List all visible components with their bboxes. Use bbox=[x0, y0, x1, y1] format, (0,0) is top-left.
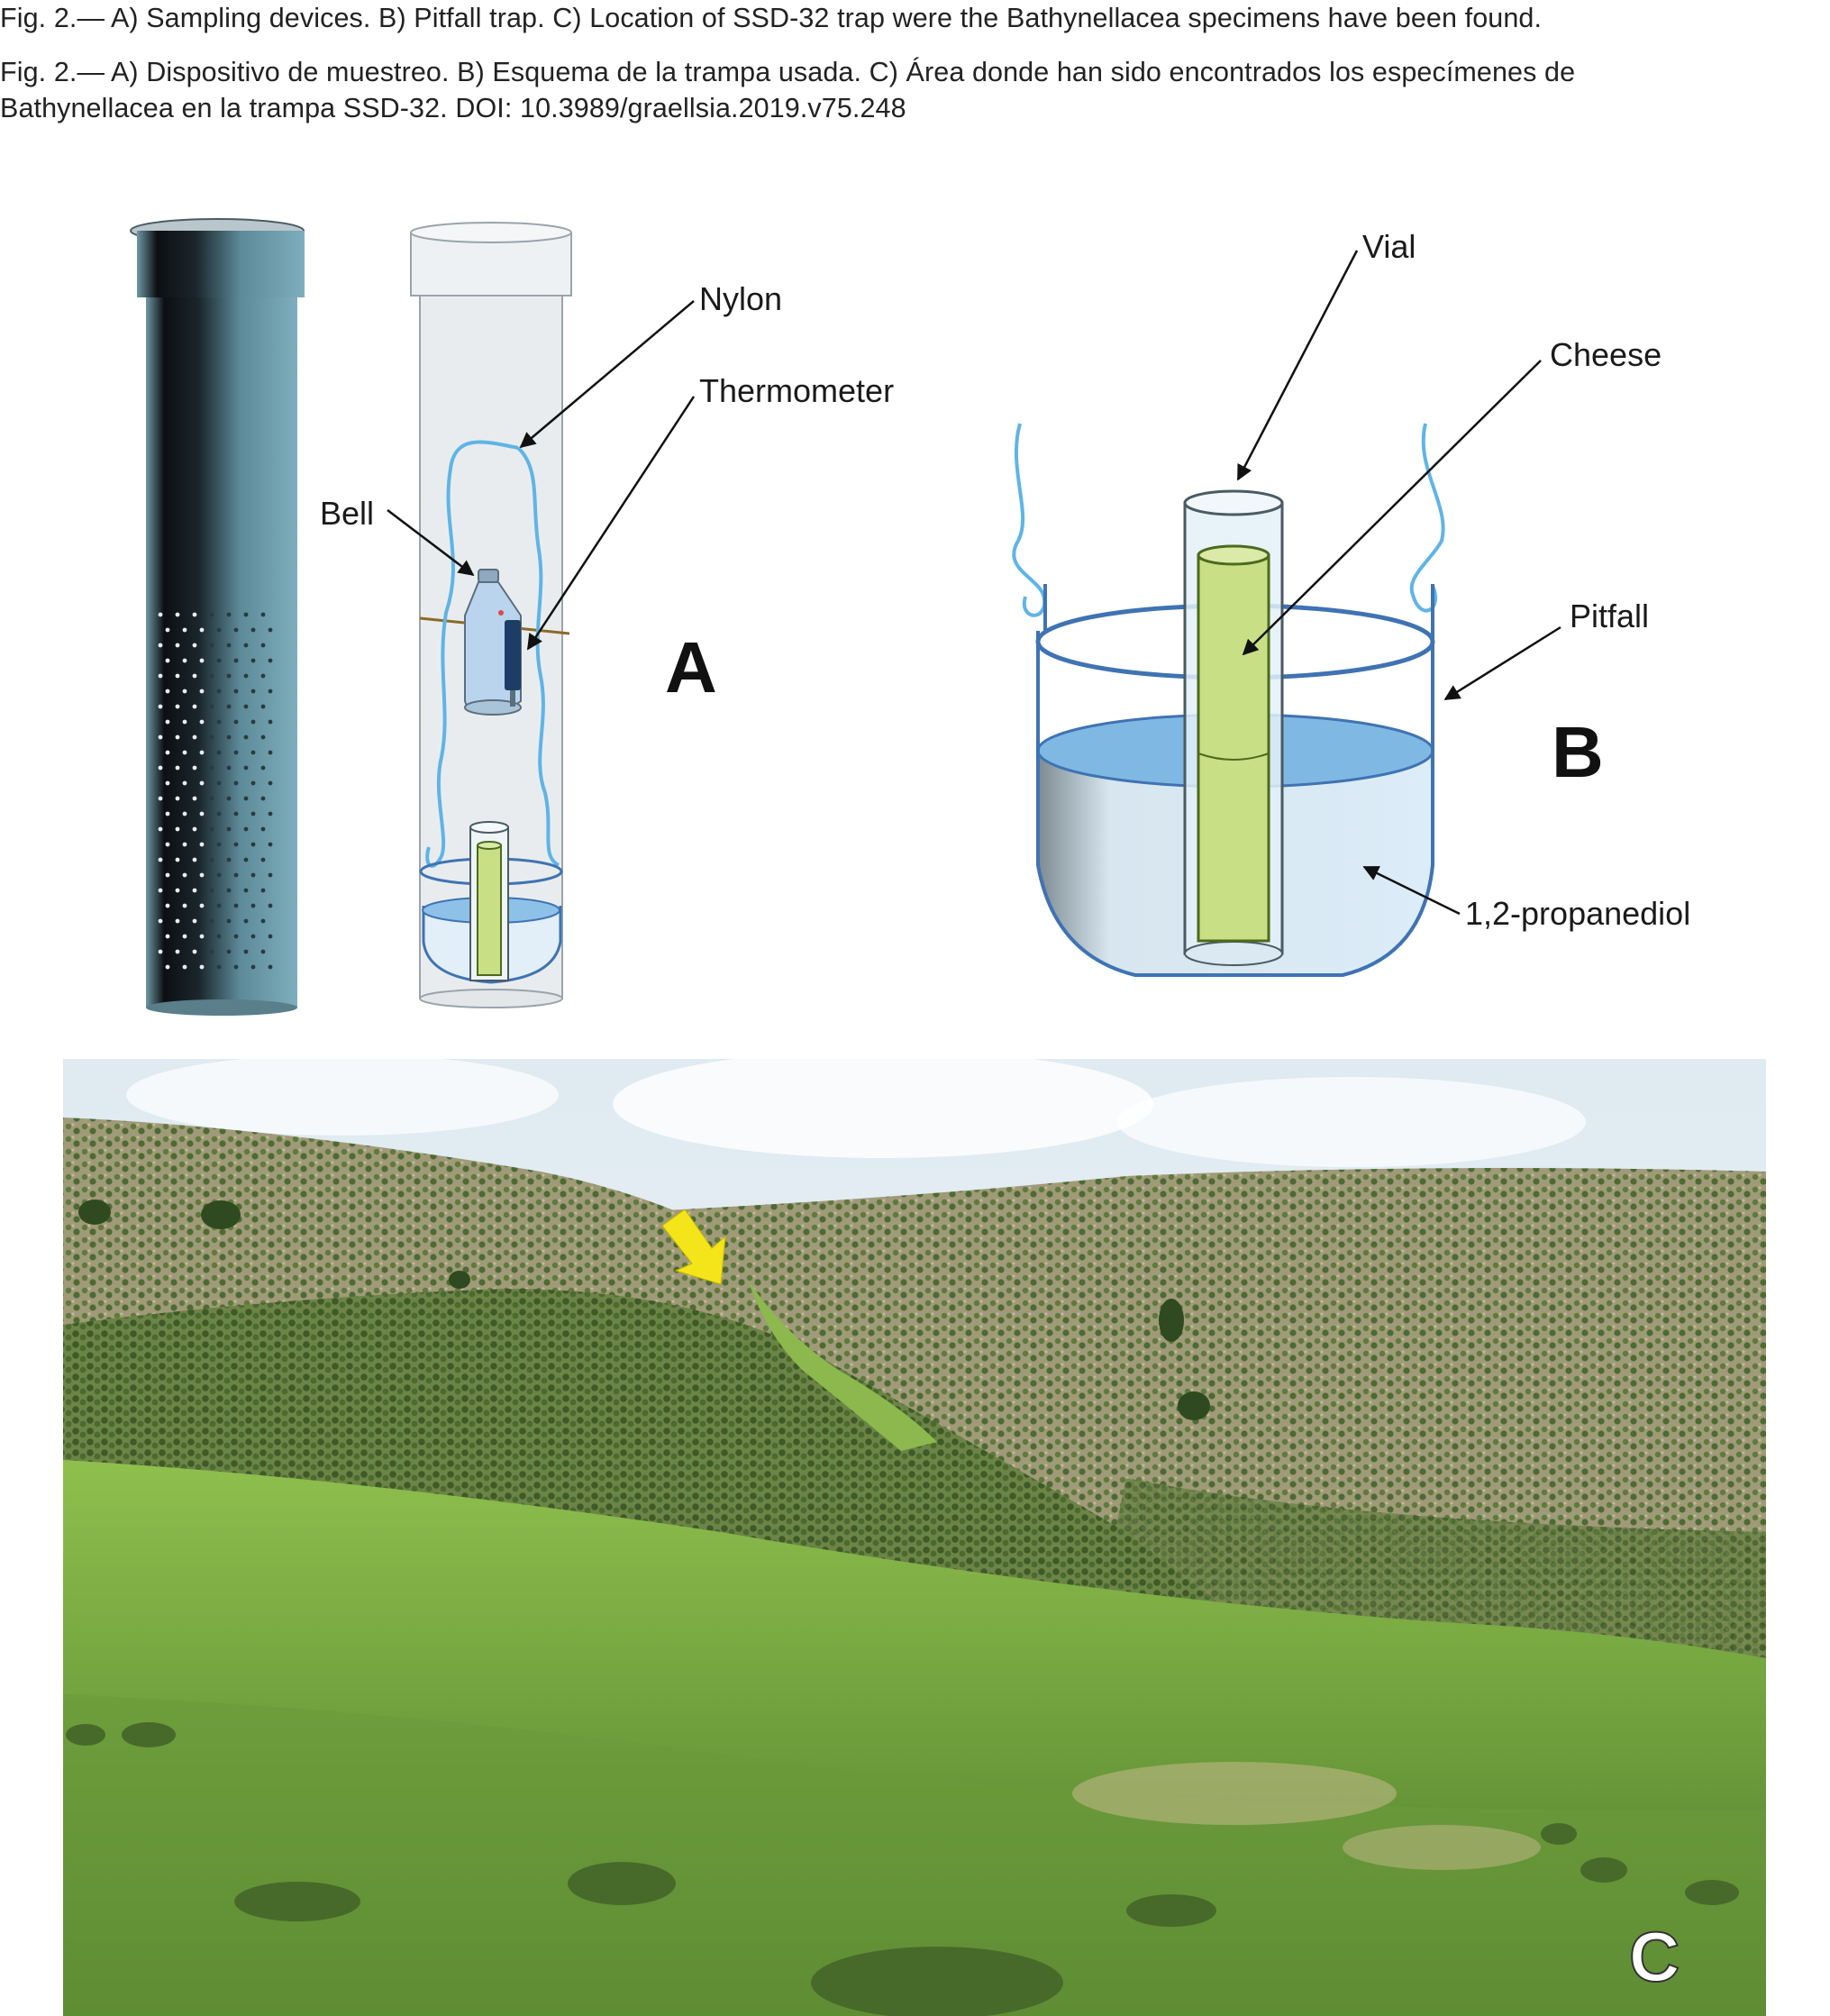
perforation-holes bbox=[158, 612, 273, 970]
transparent-tube bbox=[410, 222, 572, 1008]
panel-c-landscape-photo: C bbox=[63, 1059, 1766, 2016]
caption-spanish-line-1: Fig. 2.— A) Dispositivo de muestreo. B) … bbox=[0, 57, 1576, 87]
mini-pitfall bbox=[419, 821, 563, 984]
label-propanediol: 1,2-propanediol bbox=[1465, 895, 1690, 932]
panel-letter-a: A bbox=[665, 627, 717, 707]
label-nylon: Nylon bbox=[699, 280, 782, 317]
panel-a-sampling-devices: Nylon Thermometer Bell A bbox=[130, 218, 894, 1016]
label-cheese: Cheese bbox=[1550, 336, 1662, 373]
nylon-thread bbox=[425, 440, 560, 868]
panel-b-pitfall-trap: Vial Cheese Pitfall 1,2-propanediol B bbox=[1012, 228, 1690, 977]
caption-spanish-line-2: Bathynellacea en la trampa SSD-32. DOI: … bbox=[0, 93, 906, 123]
label-pitfall: Pitfall bbox=[1570, 598, 1649, 634]
figure-caption-english: Fig. 2.— A) Sampling devices. B) Pitfall… bbox=[0, 3, 1543, 33]
figure-caption-spanish: Fig. 2.— A) Dispositivo de muestreo. B) … bbox=[0, 54, 1830, 126]
label-bell: Bell bbox=[320, 495, 374, 532]
perforated-tube bbox=[130, 218, 305, 1016]
cheese bbox=[1197, 544, 1270, 943]
thermometer-icon bbox=[505, 620, 521, 707]
panel-letter-c: C bbox=[1629, 1917, 1680, 1996]
panel-letter-b: B bbox=[1552, 712, 1604, 792]
foreground-shrubs bbox=[66, 1722, 1739, 2016]
label-vial: Vial bbox=[1362, 228, 1416, 265]
label-thermometer: Thermometer bbox=[699, 372, 894, 409]
location-arrow-icon bbox=[661, 1209, 726, 1285]
